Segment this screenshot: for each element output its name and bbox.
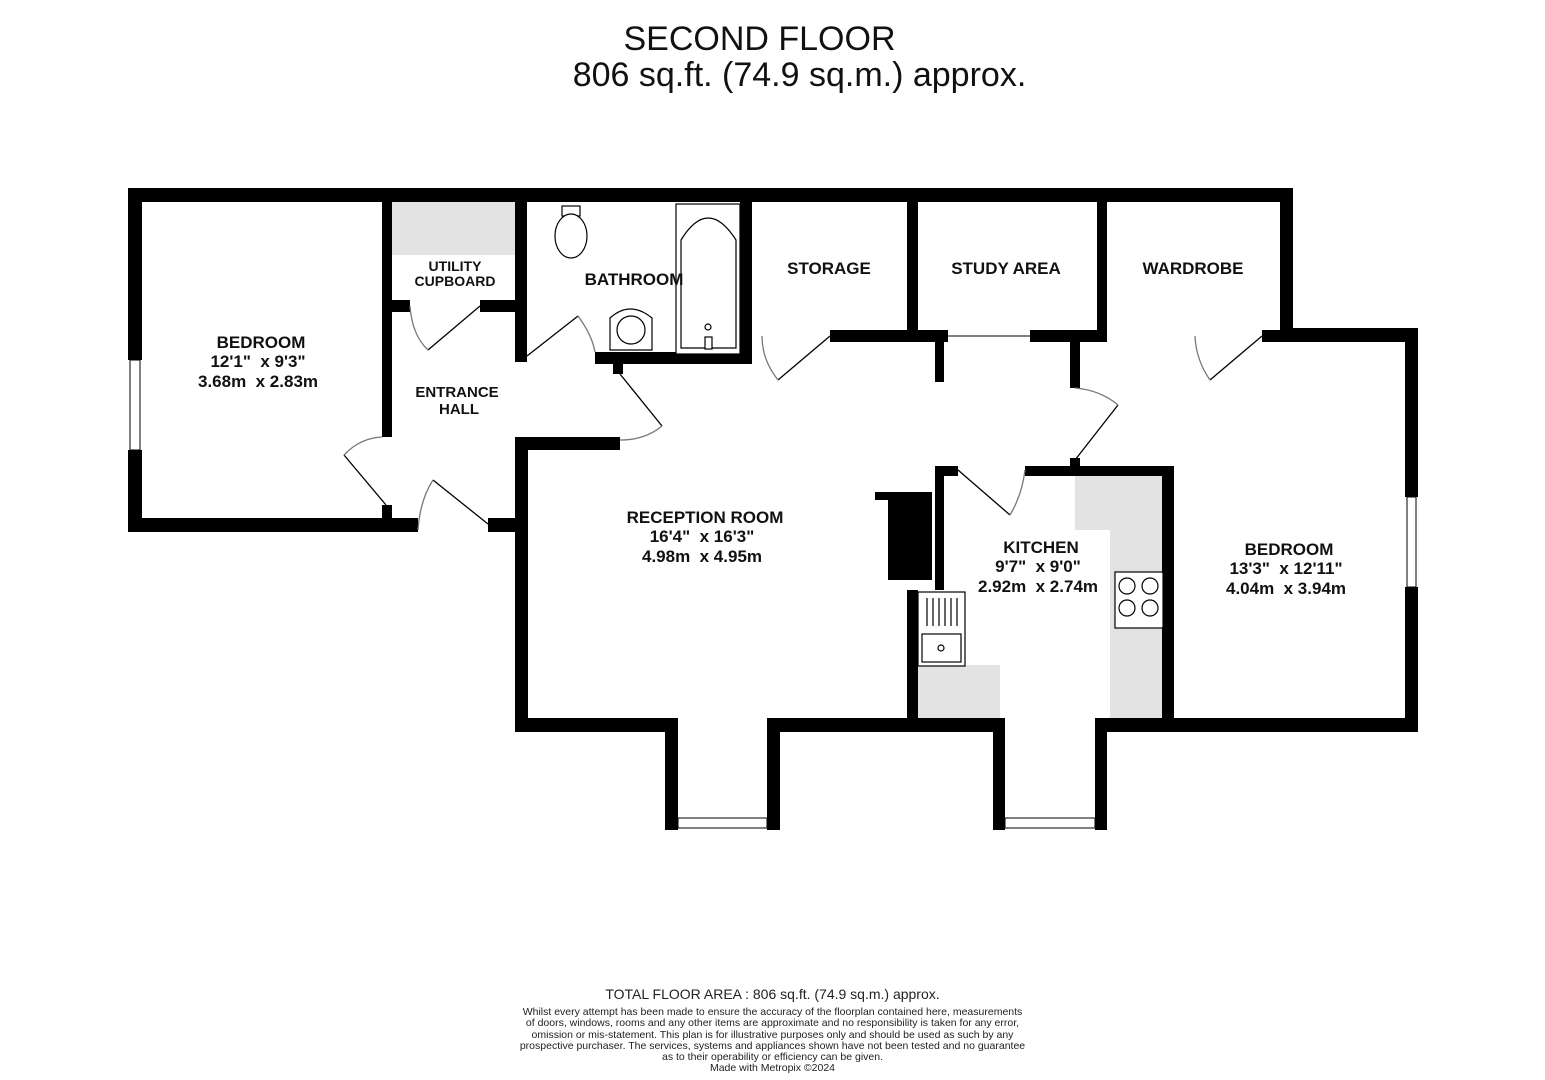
fixtures	[392, 202, 1162, 718]
disclaimer: Whilst every attempt has been made to en…	[0, 1006, 1545, 1075]
kitchen-name: KITCHEN	[1003, 538, 1079, 557]
kitchen-metric: 2.92m x 2.74m	[978, 577, 1098, 596]
doors	[343, 305, 1263, 531]
floor-area: 806 sq.ft. (74.9 sq.m.) approx.	[572, 56, 1027, 94]
utility-name-1: UTILITY	[429, 258, 483, 274]
floor-title: SECOND FLOOR	[623, 20, 896, 58]
reception-metric: 4.98m x 4.95m	[642, 547, 762, 566]
windows	[129, 335, 1417, 829]
disclaimer-line: omission or mis-statement. This plan is …	[531, 1028, 1014, 1041]
disclaimer-line: prospective purchaser. The services, sys…	[519, 1039, 1026, 1052]
reception-name: RECEPTION ROOM	[627, 508, 784, 527]
bedroom1-metric: 3.68m x 2.83m	[198, 372, 318, 391]
reception-imperial: 16'4" x 16'3"	[650, 527, 755, 546]
bedroom2-imperial: 13'3" x 12'11"	[1229, 559, 1342, 578]
storage-name: STORAGE	[787, 259, 871, 278]
disclaimer-line: Whilst every attempt has been made to en…	[522, 1006, 1023, 1018]
bedroom2-name: BEDROOM	[1245, 540, 1334, 559]
hall-name-1: ENTRANCE	[415, 384, 498, 401]
disclaimer-line: as to their operability or efficiency ca…	[661, 1051, 883, 1064]
credit: Made with Metropix ©2024	[709, 1062, 836, 1075]
bedroom2-metric: 4.04m x 3.94m	[1226, 579, 1346, 598]
bedroom1-name: BEDROOM	[217, 333, 306, 352]
kitchen-imperial: 9'7" x 9'0"	[995, 557, 1081, 576]
bathroom-fixtures	[554, 203, 741, 355]
wardrobe-name: WARDROBE	[1142, 259, 1243, 278]
utility-name-2: CUPBOARD	[415, 273, 496, 289]
kitchen-fixtures	[917, 571, 1164, 667]
hall-name-2: HALL	[439, 401, 479, 418]
walls	[128, 188, 1418, 830]
room-labels: BEDROOM 12'1" x 9'3" 3.68m x 2.83m UTILI…	[198, 258, 1346, 598]
disclaimer-line: of doors, windows, rooms and any other i…	[525, 1017, 1020, 1030]
total-floor-area: TOTAL FLOOR AREA : 806 sq.ft. (74.9 sq.m…	[605, 986, 940, 1002]
bathroom-name: BATHROOM	[585, 270, 684, 289]
bedroom1-imperial: 12'1" x 9'3"	[210, 352, 305, 371]
study-name: STUDY AREA	[951, 259, 1061, 278]
